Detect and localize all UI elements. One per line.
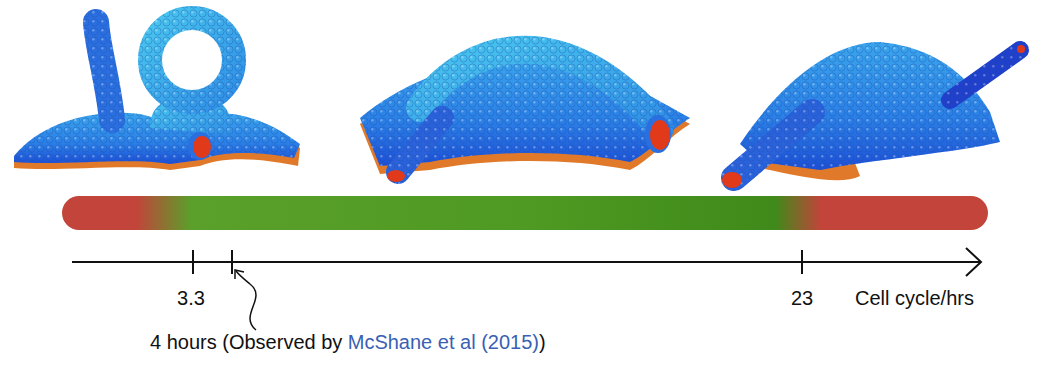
axis-title: Cell cycle/hrs [855, 286, 974, 310]
tick-label: 3.3 [177, 286, 205, 310]
cell-aggregate-middle [360, 50, 690, 182]
color-bar [62, 196, 988, 230]
callout-text: 4 hours (Observed by [150, 330, 342, 354]
cell-aggregate-right [722, 42, 1025, 188]
callout-arrow [235, 270, 256, 330]
callout-note: 4 hours (Observed byMcShane et al (2015)… [150, 330, 546, 354]
citation-link: McShane et al (2015) [348, 330, 539, 354]
cell-aggregate-left [14, 18, 300, 170]
time-axis [72, 248, 981, 276]
callout-text: ) [539, 330, 546, 354]
tick-label: 23 [791, 286, 813, 310]
